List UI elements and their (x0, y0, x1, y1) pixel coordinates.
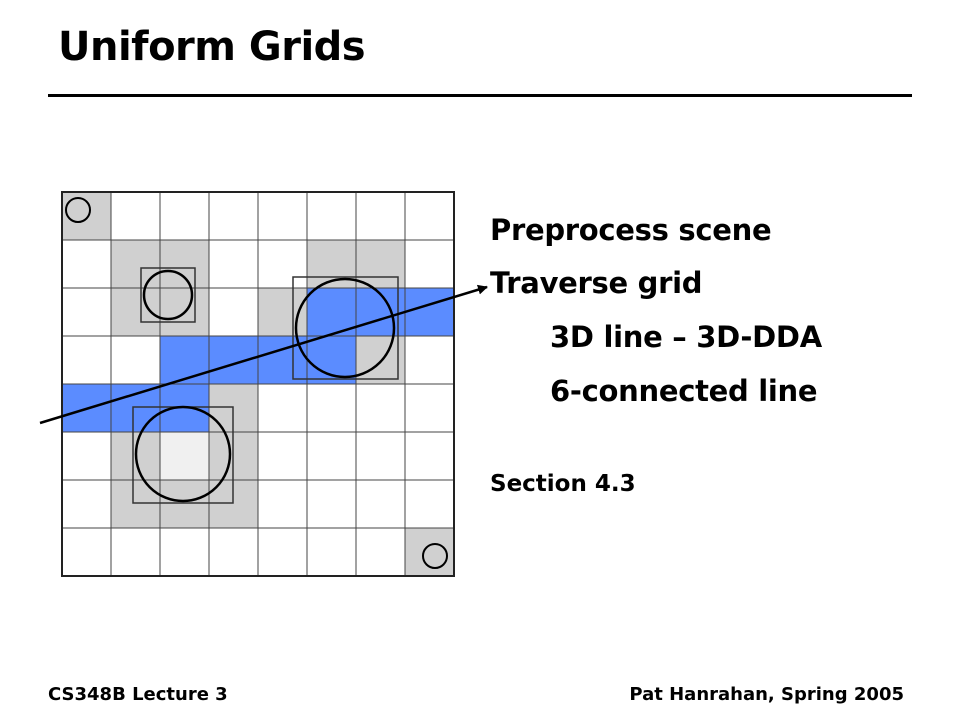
circle-object-top-left (65, 197, 91, 223)
grid-cell-gray (62, 192, 111, 240)
bullet-preprocess: Preprocess scene (490, 213, 772, 247)
footer-author: Pat Hanrahan, Spring 2005 (629, 684, 904, 705)
circle-object-large-right (294, 277, 396, 379)
footer-lecture: CS348B Lecture 3 (48, 684, 228, 705)
ray-arrow (39, 284, 488, 425)
circle-object-small (142, 269, 194, 321)
grid-cell-gray (160, 480, 209, 528)
title-divider (48, 94, 912, 97)
bullet-traverse: Traverse grid (490, 266, 703, 300)
grid-cell-gray (356, 240, 405, 288)
grid-cell-gray (111, 240, 160, 288)
bounding-box-large-right (292, 276, 399, 380)
bounding-box-small (140, 267, 196, 323)
grid-cell-blue (307, 288, 356, 336)
grid-cell-light (160, 432, 209, 480)
grid-cell-blue (405, 288, 454, 336)
sub-bullet-6-connected: 6-connected line (550, 374, 818, 408)
slide-title: Uniform Grids (58, 24, 366, 70)
grid-cell-gray (111, 480, 160, 528)
section-reference: Section 4.3 (490, 471, 636, 497)
circle-object-large-bottom (134, 405, 232, 503)
grid-cell-blue (160, 336, 209, 384)
grid-border (61, 191, 455, 577)
grid-cell-blue (111, 384, 160, 432)
circle-object-bottom-right (422, 543, 448, 569)
sub-bullet-3d-dda: 3D line – 3D-DDA (550, 320, 822, 354)
grid-cell-gray (160, 240, 209, 288)
